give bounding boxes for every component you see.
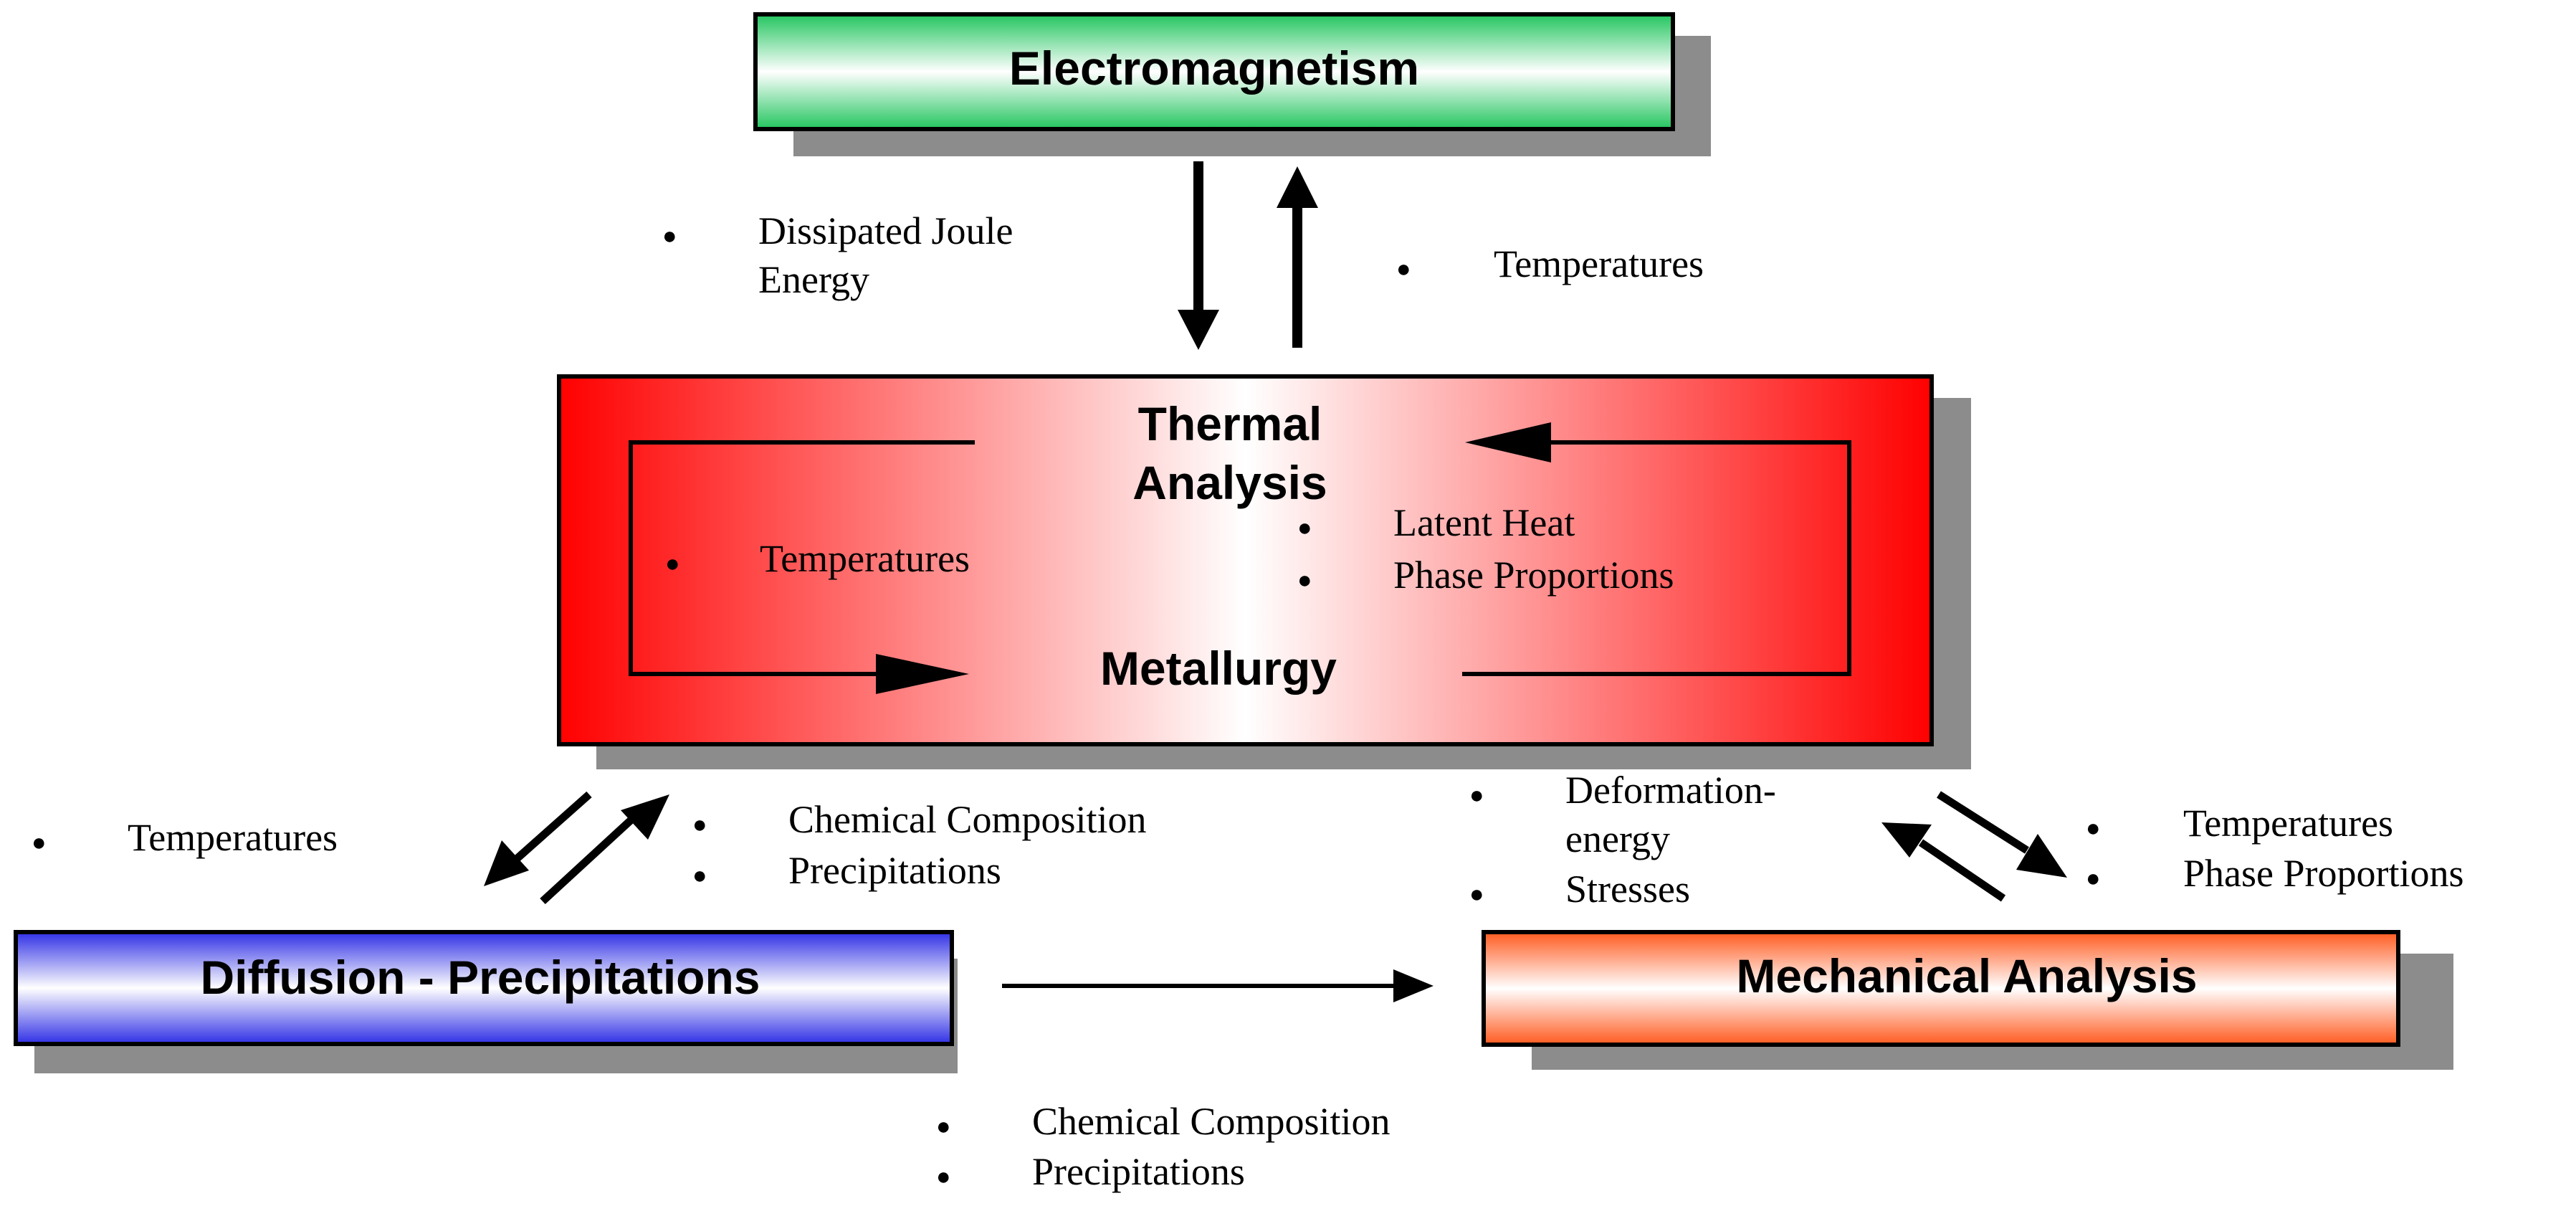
diffusion-box: Diffusion - Precipitations xyxy=(14,930,958,1073)
note-text: Precipitations xyxy=(1032,1150,1245,1193)
metallurgy-to-thermal-loop-arrow xyxy=(1462,440,1851,676)
bullet-icon: ● xyxy=(692,812,707,838)
thermal-loop-left-note: ● Temperatures xyxy=(665,537,970,580)
metallurgy-title: Metallurgy xyxy=(1100,642,1337,695)
bullet-icon: ● xyxy=(32,830,47,856)
bullet-icon: ● xyxy=(665,551,680,577)
diffusion-box-body xyxy=(14,930,954,1046)
mechanical-to-thermal-arrow xyxy=(1881,822,2006,902)
thermal-to-em-arrow xyxy=(1277,166,1318,348)
note-text: Energy xyxy=(758,258,869,301)
electromagnetism-box-body xyxy=(753,12,1675,131)
note-text: Stresses xyxy=(1565,868,1690,911)
diffusion-to-thermal-note: ● Chemical Composition ● Precipitations xyxy=(692,798,1146,892)
thermal-analysis-title-line2: Analysis xyxy=(1132,456,1327,509)
note-text: Temperatures xyxy=(1494,242,1704,285)
thermal-to-mechanical-note: ● Temperatures ● Phase Proportions xyxy=(2086,802,2464,895)
note-text: Temperatures xyxy=(760,537,970,580)
bullet-icon: ● xyxy=(1297,515,1312,541)
bullet-icon: ● xyxy=(936,1114,951,1140)
thermal-to-diffusion-note: ● Temperatures xyxy=(32,816,338,859)
note-text: Phase Proportions xyxy=(1393,554,1674,597)
metallurgy-to-thermal-arrowhead xyxy=(1465,422,1551,462)
mechanical-box: Mechanical Analysis xyxy=(1482,930,2453,1070)
bullet-icon: ● xyxy=(1469,881,1484,908)
thermal-to-mechanical-arrow xyxy=(1937,791,2067,878)
em-to-thermal-note: ● Dissipated Joule Energy xyxy=(662,209,1013,301)
mechanical-box-body xyxy=(1482,930,2400,1047)
mechanical-to-thermal-note: ● Deformation- energy ● Stresses xyxy=(1469,769,1776,911)
note-text: Precipitations xyxy=(788,849,1001,892)
thermal-to-diffusion-arrow xyxy=(484,791,592,886)
bullet-icon: ● xyxy=(936,1164,951,1190)
note-text: Deformation- xyxy=(1565,769,1776,812)
thermal-to-em-note: ● Temperatures xyxy=(1396,242,1704,285)
bullet-icon: ● xyxy=(662,223,677,250)
diffusion-title: Diffusion - Precipitations xyxy=(200,951,760,1004)
thermal-metallurgy-box-body xyxy=(557,374,1934,746)
note-text: Chemical Composition xyxy=(788,798,1146,841)
note-text: Chemical Composition xyxy=(1032,1100,1390,1143)
bullet-icon: ● xyxy=(2086,815,2101,842)
thermal-analysis-title-line1: Thermal xyxy=(1138,397,1322,450)
bullet-icon: ● xyxy=(2086,865,2101,892)
note-text: Temperatures xyxy=(128,816,338,859)
note-text: energy xyxy=(1565,817,1670,860)
note-text: Dissipated Joule xyxy=(758,209,1013,252)
thermal-to-metallurgy-arrowhead xyxy=(876,654,969,694)
bullet-icon: ● xyxy=(692,863,707,889)
thermal-to-metallurgy-loop-arrow xyxy=(629,440,975,676)
note-text: Latent Heat xyxy=(1393,501,1575,544)
em-to-thermal-arrow xyxy=(1178,161,1219,350)
thermal-metallurgy-box: Thermal Analysis Metallurgy ● Temperatur… xyxy=(557,374,1971,769)
electromagnetism-box: Electromagnetism xyxy=(753,12,1711,156)
note-text: Temperatures xyxy=(2183,802,2393,845)
diffusion-to-thermal-arrow xyxy=(540,794,669,905)
mechanical-title: Mechanical Analysis xyxy=(1736,949,2197,1002)
bullet-icon: ● xyxy=(1469,782,1484,809)
diffusion-to-mechanical-arrow xyxy=(1002,969,1434,1002)
electromagnetism-title: Electromagnetism xyxy=(1009,42,1419,95)
bullet-icon: ● xyxy=(1396,256,1411,282)
thermal-loop-right-note: ● Latent Heat ● Phase Proportions xyxy=(1297,501,1674,597)
bullet-icon: ● xyxy=(1297,567,1312,594)
note-text: Phase Proportions xyxy=(2183,852,2464,895)
diffusion-to-mechanical-note: ● Chemical Composition ● Precipitations xyxy=(936,1100,1390,1193)
